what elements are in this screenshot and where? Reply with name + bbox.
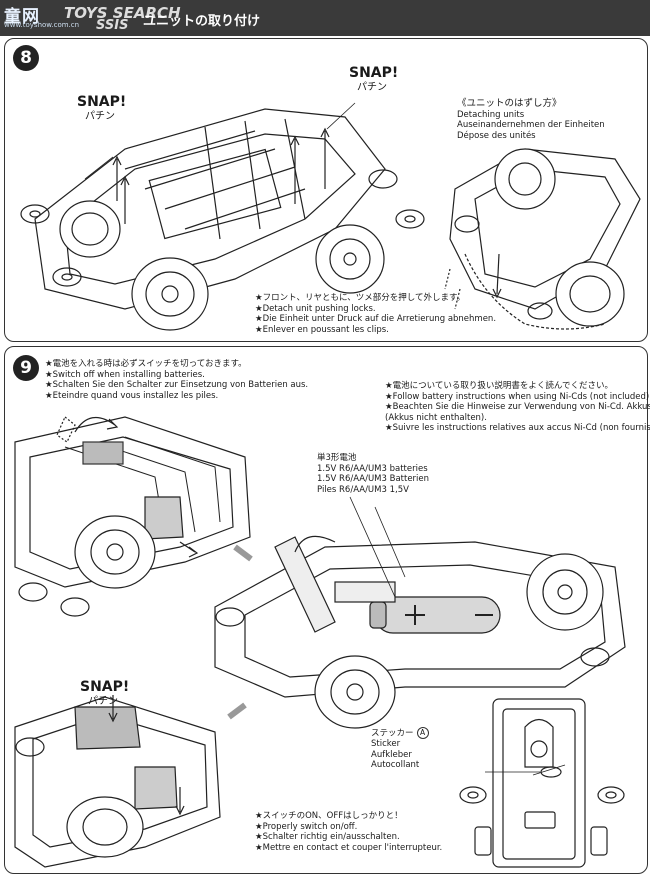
switch-on-line: ★スイッチのON、OFFはしっかりと！: [255, 811, 403, 821]
snap-text-jp: パチン: [88, 696, 118, 707]
step-9-number: 9: [13, 355, 39, 381]
battery-instructions-note: ★電池についている取り扱い説明書をよく読んでください。 ★Follow batt…: [385, 381, 650, 434]
sticker-line: Sticker: [371, 739, 401, 749]
snap-label-right: SNAP! パチン: [349, 65, 398, 94]
battery-instr-line: ★Follow battery instructions when using …: [385, 391, 650, 402]
step-8-number: 8: [13, 45, 39, 71]
chassis-illustration-step8: [20, 102, 641, 331]
push-line: ★Enlever en poussant les clips.: [255, 324, 389, 335]
detach-units-note: 《ユニットのはずし方》 Detaching units Auseinandern…: [457, 98, 605, 141]
battery-label-line: 1.5V R6/AA/UM3 Batterien: [317, 474, 430, 484]
snap-label: SNAP! パチン: [80, 679, 129, 708]
section-prefix: SSIS: [96, 18, 129, 33]
battery-label-line: 単3形電池: [317, 453, 357, 463]
push-line: ★Detach unit pushing locks.: [255, 303, 376, 314]
site-logo-url: www.toyshow.com.cn: [4, 21, 80, 29]
snap-text: SNAP!: [77, 94, 127, 110]
page-title: ユニットの取り付け: [143, 14, 261, 29]
switch-on-line: ★Mettre en contact et couper l'interrupt…: [255, 842, 443, 853]
detach-line: Dépose des unités: [457, 130, 536, 141]
battery-type-label: 単3形電池 1.5V R6/AA/UM3 batteries 1.5V R6/A…: [317, 453, 429, 495]
site-logo: 童网: [4, 7, 40, 27]
detach-line: Auseinandernehmen der Einheiten: [457, 120, 605, 130]
snap-text-jp: パチン: [85, 111, 115, 122]
push-line: ★Die Einheit unter Druck auf die Arretie…: [255, 314, 497, 324]
battery-instr-line: ★Beachten Sie die Hinweise zur Verwendun…: [385, 402, 650, 412]
snap-label-left: SNAP! パチン: [77, 94, 126, 123]
snap-text: SNAP!: [80, 679, 130, 695]
sticker-line: Autocollant: [371, 760, 420, 770]
snap-text-jp: パチン: [357, 82, 387, 93]
step-9-panel: 9: [4, 346, 650, 874]
switch-on-note: ★スイッチのON、OFFはしっかりと！ ★Properly switch on/…: [255, 811, 442, 853]
switch-on-line: ★Properly switch on/off.: [255, 821, 358, 832]
push-locks-note: ★フロント、リヤともに、ツメ部分を押して外します。 ★Detach unit p…: [255, 293, 496, 335]
push-line: ★フロント、リヤともに、ツメ部分を押して外します。: [255, 293, 466, 303]
battery-instr-line: ★Suivre les instructions relatives aux a…: [385, 423, 650, 433]
switch-off-line: ★電池を入れる時は必ずスイッチを切っておきます。: [45, 359, 247, 369]
detach-line: Detaching units: [457, 109, 525, 120]
switch-off-line: ★Switch off when installing batteries.: [45, 369, 205, 380]
switch-on-line: ★Schalter richtig ein/ausschalten.: [255, 832, 400, 842]
chassis-illustration-step9: [14, 416, 626, 868]
sticker-jp: ステッカー: [371, 728, 414, 739]
detach-heading: 《ユニットのはずし方》: [457, 98, 562, 109]
step-8-panel: 8: [4, 38, 648, 342]
sticker-line: Aufkleber: [371, 749, 412, 760]
switch-off-line: ★Schalten Sie den Schalter zur Einsetzun…: [45, 380, 309, 390]
sticker-letter-badge: A: [416, 727, 429, 739]
battery-label-line: Piles R6/AA/UM3 1,5V: [317, 484, 409, 495]
battery-label-line: 1.5V R6/AA/UM3 batteries: [317, 463, 428, 474]
battery-instr-line: ★電池についている取り扱い説明書をよく読んでください。: [385, 381, 613, 391]
page-header: 童网 www.toyshow.com.cn TOYS SEARCH SSIS ユ…: [0, 0, 650, 36]
brand-watermark: TOYS SEARCH: [64, 4, 181, 22]
switch-off-note: ★電池を入れる時は必ずスイッチを切っておきます。 ★Switch off whe…: [45, 359, 308, 401]
battery-instr-line: (Akkus nicht enthalten).: [385, 412, 487, 423]
snap-text: SNAP!: [349, 65, 399, 81]
switch-off-line: ★Eteindre quand vous installez les piles…: [45, 390, 219, 401]
